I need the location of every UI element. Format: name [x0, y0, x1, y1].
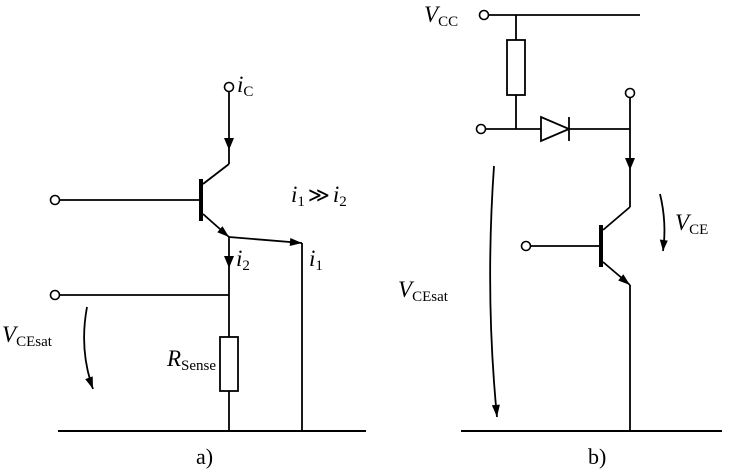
label-vce: VCE — [675, 210, 709, 238]
diode — [540, 115, 572, 143]
vcesat-a-arrow-curve — [83, 306, 94, 390]
collector-current-arrow-b — [625, 158, 635, 170]
circuit-a-terminals — [49, 81, 235, 301]
label-rsense: RSense — [166, 346, 216, 374]
label-vcc: VCC — [424, 2, 459, 30]
terminal-vcc — [478, 9, 490, 21]
circuit-b-arrows — [491, 158, 668, 417]
caption-b: b) — [588, 444, 607, 469]
circuit-b-wires — [461, 14, 722, 432]
resistor-pullup — [506, 39, 526, 96]
vcesat-b-arrow-curve — [489, 165, 498, 418]
terminal-ic — [223, 81, 235, 93]
terminal-output-b — [624, 87, 636, 99]
resistor-rsense — [219, 336, 239, 392]
vce-arrow-curve — [659, 193, 666, 252]
i2-current-arrow — [224, 256, 234, 268]
label-i1-much-greater-i2: i1≫i2 — [291, 182, 347, 210]
collector-lead-b — [602, 206, 631, 231]
terminal-diode-input — [475, 123, 487, 135]
i1-current-arrow — [289, 238, 302, 246]
terminal-sense-a — [49, 289, 61, 301]
emitter-arrow-b — [618, 274, 630, 285]
label-i2: i2 — [236, 246, 250, 274]
collector-lead-a — [202, 163, 230, 185]
label-ic: iC — [237, 72, 254, 100]
terminal-base-a — [49, 194, 61, 206]
terminal-base-b — [520, 240, 532, 252]
diode-triangle — [540, 115, 572, 143]
label-vcesat-a: VCEsat — [2, 322, 52, 350]
label-vcesat-b: VCEsat — [398, 277, 448, 305]
circuit-b-terminals — [475, 9, 636, 252]
ic-current-arrow — [224, 138, 234, 150]
caption-a: a) — [196, 444, 214, 469]
label-i1: i1 — [309, 246, 323, 274]
circuit-a-arrows — [85, 138, 302, 389]
emitter-arrow-a — [217, 226, 229, 237]
circuit-a-wires — [58, 92, 366, 432]
branch-i1-diagonal — [228, 236, 303, 244]
